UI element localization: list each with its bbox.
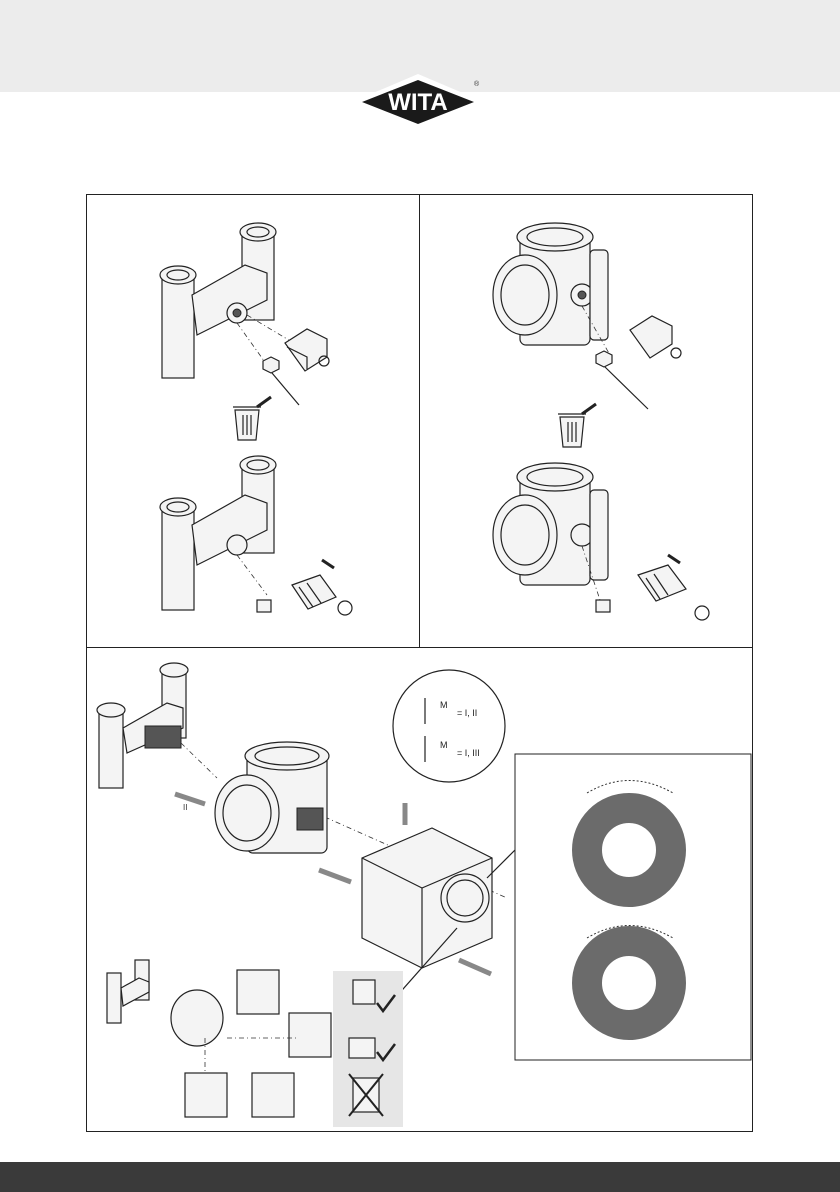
ports-a-label: = I, II [457, 708, 477, 718]
footer-bar [0, 1162, 840, 1192]
coupling-icon [292, 560, 352, 615]
trash-bin-icon [558, 404, 596, 447]
panel-removal-2port [87, 195, 419, 647]
adapter-icon [257, 600, 271, 612]
flow-direction-icon: M = I, II M = I, III [425, 698, 480, 762]
registered-mark: ® [474, 80, 480, 88]
mixer-valve-icon [160, 223, 276, 378]
nut-icon [263, 357, 279, 373]
mixer-valve-icon [107, 960, 223, 1046]
mixer-valve-icon [215, 742, 329, 853]
motor-label: M [440, 700, 448, 710]
arrow-label: II [183, 803, 187, 812]
adapter-icon [596, 600, 610, 612]
wita-logo: WITA ® [348, 72, 488, 132]
mixer-valve-icon [160, 456, 276, 610]
coupling-icon [638, 555, 709, 620]
mixer-valve-icon [97, 663, 188, 788]
mixer-valve-icon [493, 463, 608, 585]
screw-icon [671, 348, 681, 358]
actuator-icon [362, 803, 492, 968]
panel-actuator-assembly: II M = I, II M = I, III [87, 648, 752, 1131]
trash-bin-icon [233, 397, 271, 440]
motor-label-2: M [440, 740, 448, 750]
ports-b-label: = I, III [457, 748, 480, 758]
panel-removal-4port [420, 195, 753, 647]
nut-icon [596, 351, 612, 367]
knob-icon [630, 316, 672, 358]
mixer-valve-icon [493, 223, 608, 345]
rotation-ring-icon [587, 926, 673, 1026]
actuator-upside-down-not-ok-icon [349, 1074, 383, 1116]
logo-text: WITA [388, 89, 448, 116]
